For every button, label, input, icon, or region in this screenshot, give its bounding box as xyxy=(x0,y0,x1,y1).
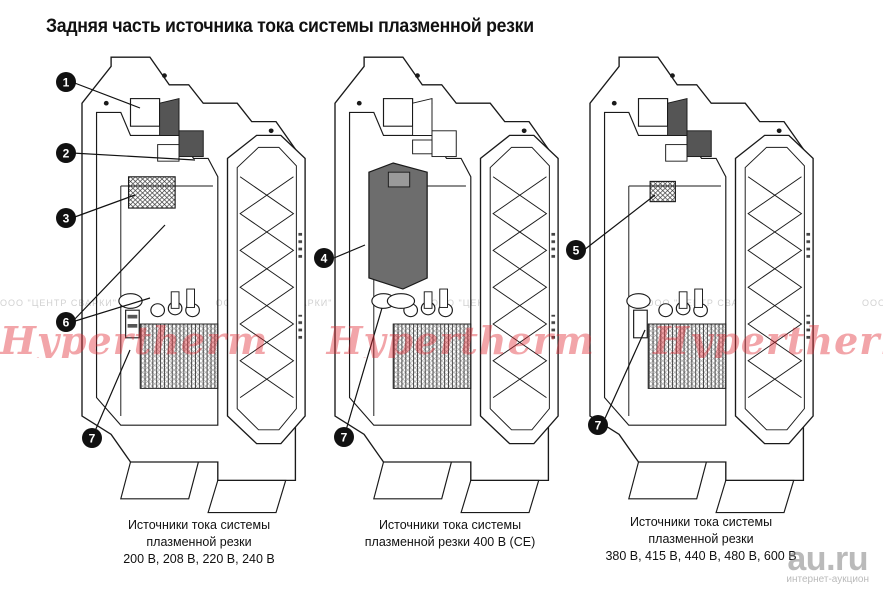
callout-7-label: 7 xyxy=(89,432,96,446)
caption-line: плазменной резки xyxy=(146,535,252,549)
callout-4: 4 xyxy=(314,248,334,268)
callout-6-label: 6 xyxy=(63,316,70,330)
callout-5-label: 5 xyxy=(573,244,580,258)
site-logo-tagline: интернет-аукцион xyxy=(786,574,869,585)
site-logo-name: au.ru xyxy=(787,540,869,578)
caption-line: плазменной резки xyxy=(648,532,754,546)
callout-7-label: 7 xyxy=(595,419,602,433)
caption-line: плазменной резки 400 В (CE) xyxy=(364,535,536,549)
terminal-block xyxy=(178,130,204,158)
watermark-company: ООО "ЦЕНТР СВАРКИ" xyxy=(0,298,117,308)
callout-2: 2 xyxy=(56,143,76,163)
caption-line: Источники тока системы xyxy=(629,515,773,529)
callout-7-label: 7 xyxy=(341,431,348,445)
circuit-breakers-small xyxy=(649,180,676,203)
callout-1: 1 xyxy=(56,72,76,92)
callout-3-label: 3 xyxy=(63,212,70,226)
watermark-brand-row: Hypertherm Hypertherm Hypertherm Hyperth… xyxy=(0,318,883,358)
callout-4-label: 4 xyxy=(321,252,328,266)
watermark-company: ООО "ЦЕНТР СВАРКИ" xyxy=(646,298,764,308)
caption-right: Источники тока системы плазменной резки … xyxy=(576,514,826,565)
watermark-company: ООО "ЦЕНТР СВАРКИ" xyxy=(862,298,883,308)
caption-line: 200 В, 208 В, 220 В, 240 В xyxy=(123,552,275,566)
page-title: Задняя часть источника тока системы плаз… xyxy=(46,16,534,37)
unit-400v-ce xyxy=(334,56,559,514)
callout-7-middle: 7 xyxy=(334,427,354,447)
callout-6: 6 xyxy=(56,312,76,332)
caption-left: Источники тока системы плазменной резки … xyxy=(74,517,324,568)
caption-line: 380 В, 415 В, 440 В, 480 В, 600 В xyxy=(605,549,797,563)
callout-1-label: 1 xyxy=(63,76,70,90)
callout-2-label: 2 xyxy=(63,147,70,161)
site-logo: au.ru интернет-аукцион xyxy=(786,542,869,585)
unit-380-600v xyxy=(589,56,814,514)
watermark-brand: Hypertherm xyxy=(653,318,883,358)
caption-middle: Источники тока системы плазменной резки … xyxy=(325,517,575,551)
callout-7-right: 7 xyxy=(588,415,608,435)
callout-7-left: 7 xyxy=(82,428,102,448)
callout-3: 3 xyxy=(56,208,76,228)
transformer xyxy=(368,162,428,290)
watermark-brand: Hypertherm xyxy=(0,318,269,358)
caption-line: Источники тока системы xyxy=(378,518,522,532)
watermark-brand: Hypertherm xyxy=(326,318,595,358)
relay-block xyxy=(129,98,161,127)
callout-5: 5 xyxy=(566,240,586,260)
unit-200-240v xyxy=(81,56,306,514)
circuit-breakers xyxy=(127,176,176,209)
caption-line: Источники тока системы xyxy=(127,518,271,532)
